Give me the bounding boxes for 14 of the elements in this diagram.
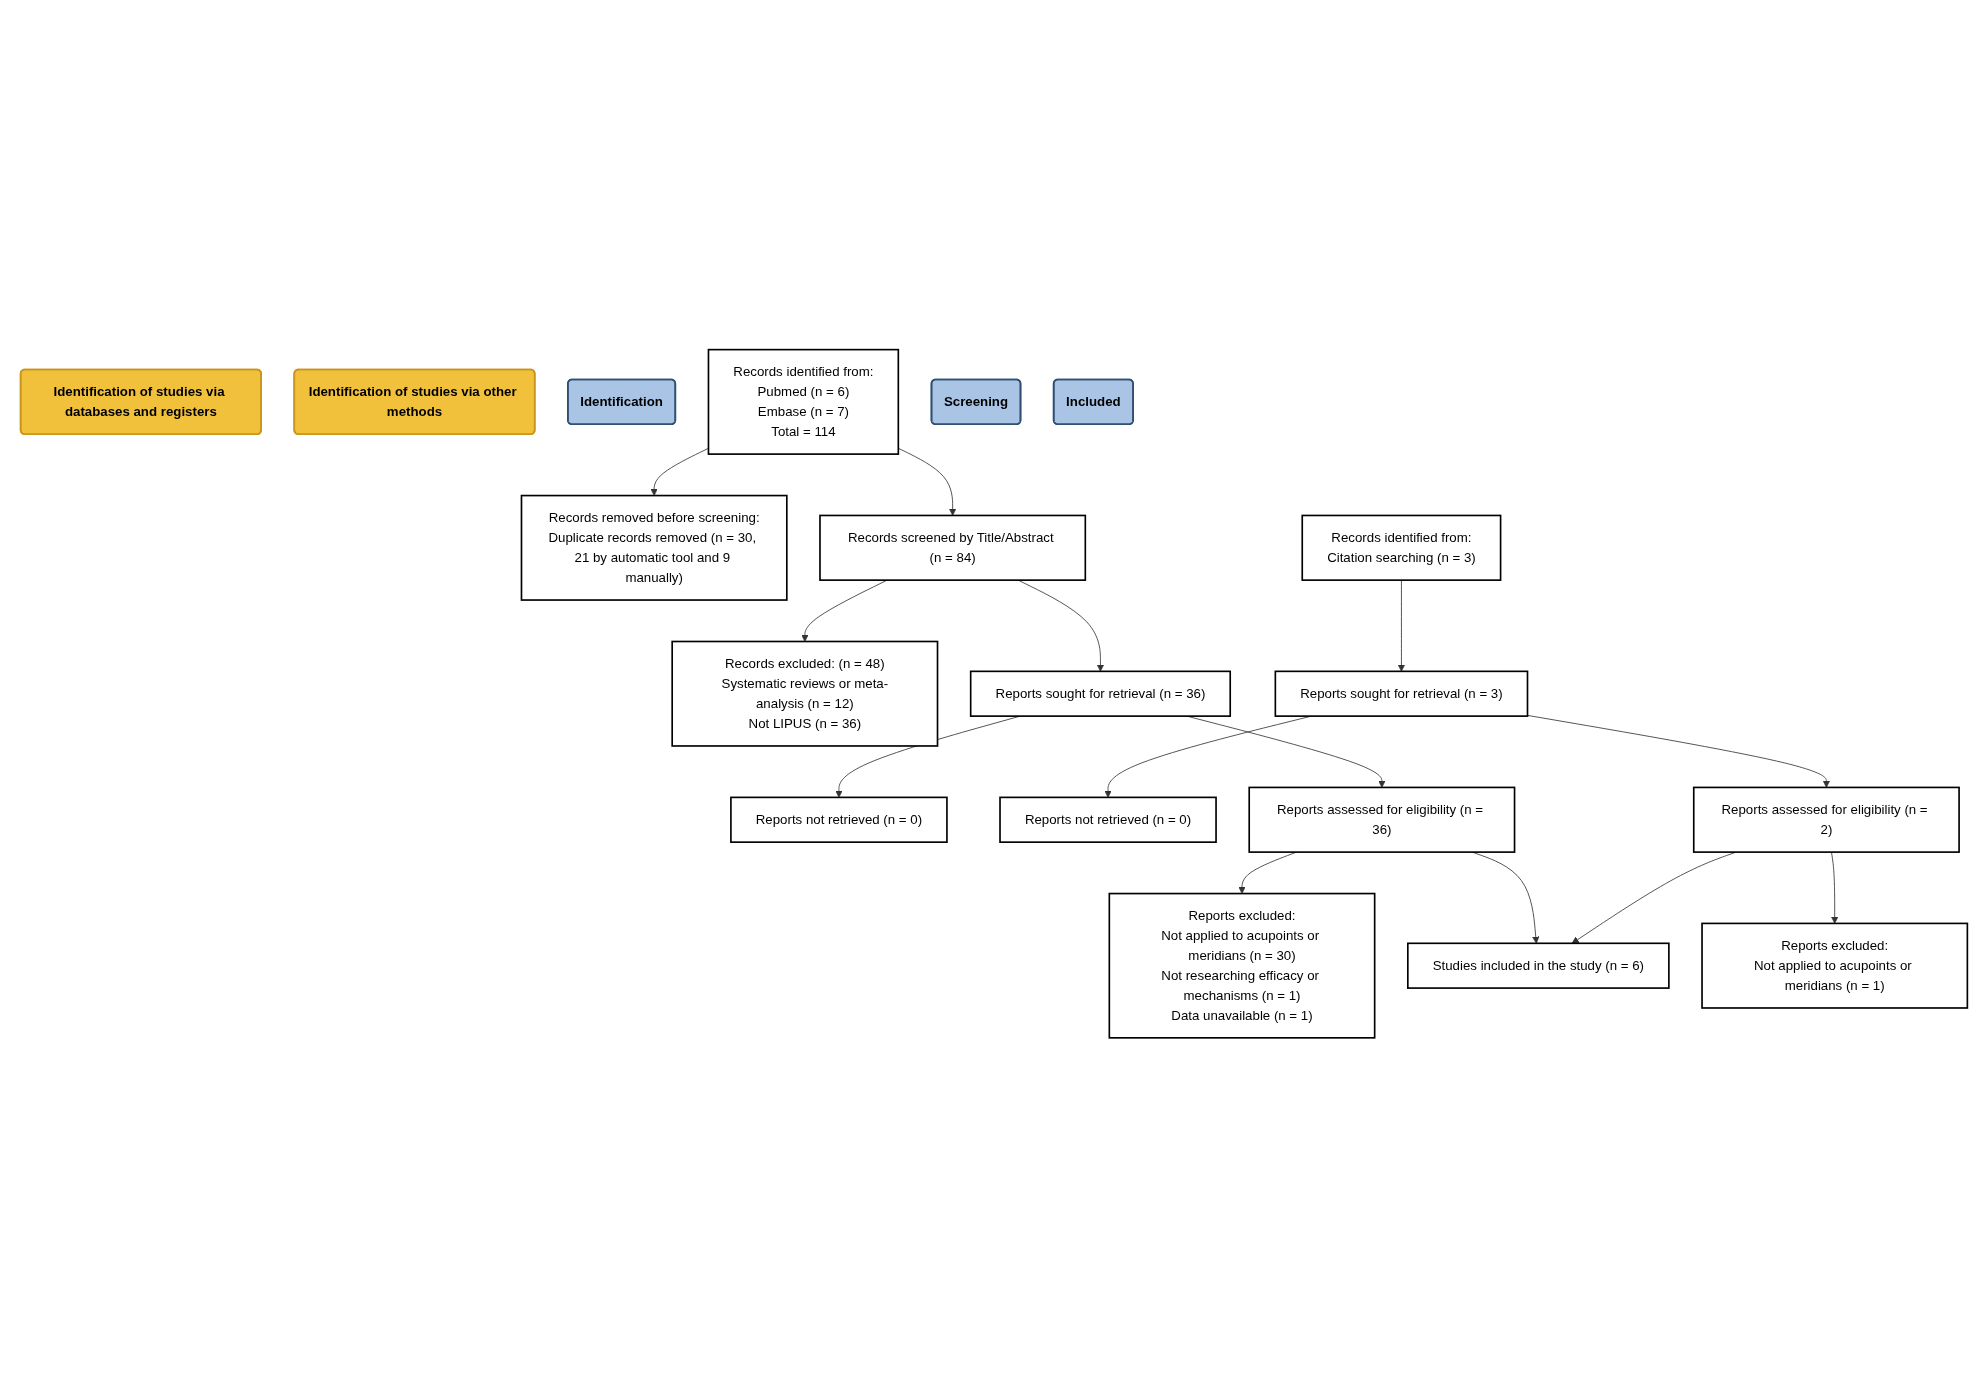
node-box: Records identified from: Pubmed (n = 6) Embase (n = 7) Total = 114 [707,348,900,455]
node-box: Reports excluded: Not applied to acupoints or meridians (n = 1) [1701,922,1969,1009]
node-box: Records removed before screening: Duplicate records removed (n = 30, 21 by automatic tool and 9 manually) [520,494,788,601]
node-box: Reports not retrieved (n = 0) [730,796,948,843]
node-box: Reports not retrieved (n = 0) [999,796,1217,843]
node-box: Records identified from: Citation searching (n = 3) [1301,514,1502,581]
node-box: Studies included in the study (n = 6) [1407,942,1670,989]
node-box: Reports sought for retrieval (n = 36) [969,670,1232,717]
node-box: Reports excluded: Not applied to acupoints or meridians (n = 30) Not researching efficacy or mechanisms (n = 1) Data unavailable (n = 1) [1108,892,1376,1039]
node-box: Reports sought for retrieval (n = 3) [1274,670,1529,717]
node-box: Records screened by Title/Abstract (n = 84) [819,514,1087,581]
node-box: Reports assessed for eligibility (n = 36) [1248,786,1516,853]
node-box: Records excluded: (n = 48) Systematic reviews or meta-analysis (n = 12) Not LIPUS (n = 36) [671,640,939,747]
node-box: Reports assessed for eligibility (n = 2) [1692,786,1960,853]
